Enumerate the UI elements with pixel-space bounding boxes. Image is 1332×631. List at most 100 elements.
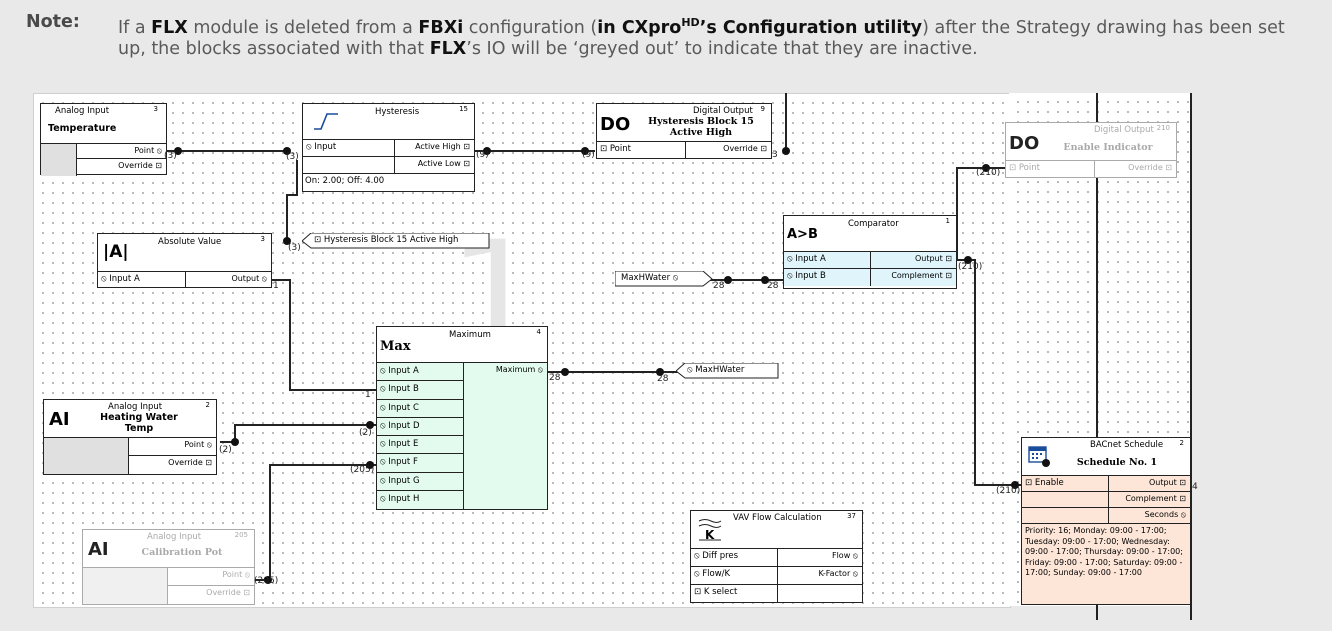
digital-output-hysteresis-block[interactable]: DO Digital Output 9 Hysteresis Block 15 …	[596, 103, 772, 159]
point-port[interactable]: Point ⦸	[134, 146, 162, 155]
output-port[interactable]: Output ⦸	[231, 274, 267, 283]
point-port[interactable]: Point ⦸	[222, 570, 250, 579]
block-type: Absolute Value	[158, 237, 222, 247]
wire-label: (2)	[359, 428, 372, 438]
note-part: HD	[681, 16, 700, 29]
max-input-port[interactable]: ⦸ Input C	[377, 400, 464, 418]
block-body	[44, 438, 129, 474]
block-name: Hysteresis Block 15 Active High	[648, 116, 754, 138]
note-part: FLX	[429, 38, 467, 59]
override-port[interactable]: Override ⊡	[206, 588, 250, 597]
complement-port[interactable]: Complement ⊡	[1125, 494, 1186, 503]
wire-label: (210)	[976, 168, 1001, 178]
hysteresis-params: On: 2.00; Off: 4.00	[305, 176, 385, 186]
override-port[interactable]: Override ⊡	[118, 161, 162, 170]
block-type: Digital Output	[693, 106, 753, 116]
max-input-port[interactable]: ⦸ Input E	[377, 436, 464, 455]
schedule-text: Priority: 16; Monday: 09:00 - 17:00; Tue…	[1025, 526, 1183, 577]
block-body	[41, 144, 77, 176]
block-tag: |A|	[103, 242, 129, 262]
maxhwater-output-tag[interactable]: ⦸ MaxHWater	[676, 363, 779, 379]
diff-pres-port[interactable]: ⦸ Diff pres	[694, 551, 739, 561]
input-port[interactable]: ⦸ Input A	[101, 274, 140, 284]
override-port[interactable]: Override ⊡	[1128, 163, 1172, 172]
input-a-port[interactable]: ⦸ Input A	[787, 254, 826, 264]
point-port[interactable]: ⊡ Point	[1009, 163, 1040, 173]
override-port[interactable]: Override ⊡	[168, 458, 212, 467]
wire-label: 28	[767, 281, 779, 291]
note-part: FBXi	[418, 17, 464, 38]
active-high-port[interactable]: Active High ⊡	[415, 142, 470, 151]
block-number: 3	[260, 235, 265, 243]
block-number: 210	[1156, 124, 1170, 132]
enable-port[interactable]: ⊡ Enable	[1025, 478, 1064, 488]
hysteresis-icon	[314, 113, 338, 130]
tag-label: MaxHWater ⦸	[621, 273, 679, 283]
max-input-port[interactable]: ⦸ Input B	[377, 381, 464, 400]
wire-label: (9)	[582, 150, 595, 160]
point-port[interactable]: Point ⦸	[184, 440, 212, 449]
analog-input-temperature-block[interactable]: Analog Input 3 Temperature Point ⦸ Overr…	[40, 103, 167, 176]
block-tag: A>B	[787, 227, 818, 242]
block-tag: DO	[600, 114, 631, 135]
note-part: configuration (	[463, 17, 598, 38]
k-factor-port[interactable]: K-Factor ⦸	[818, 569, 858, 578]
complement-port[interactable]: Complement ⊡	[891, 271, 952, 280]
calendar-icon	[1028, 446, 1050, 467]
max-input-port[interactable]: ⦸ Input A	[377, 363, 464, 382]
absolute-value-block[interactable]: |A| Absolute Value 3 ⦸ Input A Output ⦸	[97, 233, 272, 288]
block-number: 2	[1179, 439, 1184, 447]
wire-label: (9)	[476, 150, 489, 160]
analog-input-calibration-pot-block[interactable]: AI Analog Input 205 Calibration Pot Poin…	[82, 529, 255, 605]
block-type: Analog Input	[147, 532, 202, 542]
block-type: Analog Input	[108, 402, 163, 412]
max-input-port[interactable]: ⦸ Input F	[377, 454, 464, 473]
svg-text:K: K	[705, 528, 715, 541]
wire-label: 28	[657, 374, 669, 384]
bacnet-schedule-block[interactable]: BACnet Schedule 2 Schedule No. 1 ⊡ Enabl…	[1021, 437, 1191, 605]
analog-input-heating-water-block[interactable]: AI Analog Input 2 Heating Water Temp Poi…	[43, 399, 217, 475]
max-input-port[interactable]: ⦸ Input D	[377, 418, 464, 436]
active-low-port[interactable]: Active Low ⊡	[417, 159, 470, 168]
block-tag: AI	[88, 539, 109, 560]
hysteresis-tag[interactable]: ⊡ Hysteresis Block 15 Active High	[302, 233, 490, 249]
output-port[interactable]: Output ⊡	[914, 254, 952, 263]
point-port[interactable]: ⊡ Point	[600, 144, 631, 154]
block-type: Maximum	[449, 330, 491, 340]
wire-label: 1	[365, 390, 371, 400]
block-body	[83, 568, 168, 604]
block-number: 2	[205, 401, 210, 409]
flow-port[interactable]: Flow ⦸	[831, 551, 858, 560]
k-select-port[interactable]: ⊡ K select	[694, 587, 738, 597]
override-port[interactable]: Override ⊡	[723, 144, 767, 153]
block-number: 15	[459, 105, 468, 113]
flow-k-port[interactable]: ⦸ Flow/K	[694, 569, 731, 579]
block-body	[377, 363, 547, 509]
note-part: in CXpro	[597, 17, 682, 38]
wire-label: (210)	[996, 486, 1021, 496]
note-part: ) after the Strategy drawing has been se…	[118, 17, 1285, 59]
block-name: Schedule No. 1	[1076, 457, 1158, 468]
block-tag: DO	[1009, 133, 1040, 154]
max-input-port[interactable]: ⦸ Input G	[377, 473, 464, 491]
block-tag: AI	[49, 409, 70, 430]
max-input-port[interactable]: ⦸ Input H	[380, 493, 420, 504]
maximum-output-port[interactable]: Maximum ⦸	[495, 365, 543, 374]
note-part: FLX	[151, 17, 188, 38]
output-port[interactable]: Output ⊡	[1148, 478, 1186, 487]
maximum-block[interactable]: Max Maximum 4 Maximum ⦸ ⦸ Input A⦸ Input…	[376, 326, 548, 510]
input-b-port[interactable]: ⦸ Input B	[787, 271, 826, 281]
block-name: Enable Indicator	[1063, 142, 1153, 153]
seconds-port[interactable]: Seconds ⦸	[1144, 510, 1186, 519]
maxhwater-input-tag[interactable]: MaxHWater ⦸	[615, 271, 713, 287]
block-type: Digital Output	[1094, 125, 1154, 135]
input-port[interactable]: ⦸ Input	[306, 142, 337, 152]
block-name: Temperature	[48, 123, 117, 134]
tag-label: ⦸ MaxHWater	[687, 365, 745, 375]
digital-output-enable-indicator-block[interactable]: DO Digital Output 210 Enable Indicator ⊡…	[1005, 122, 1177, 178]
wire-label: 3	[772, 150, 778, 160]
